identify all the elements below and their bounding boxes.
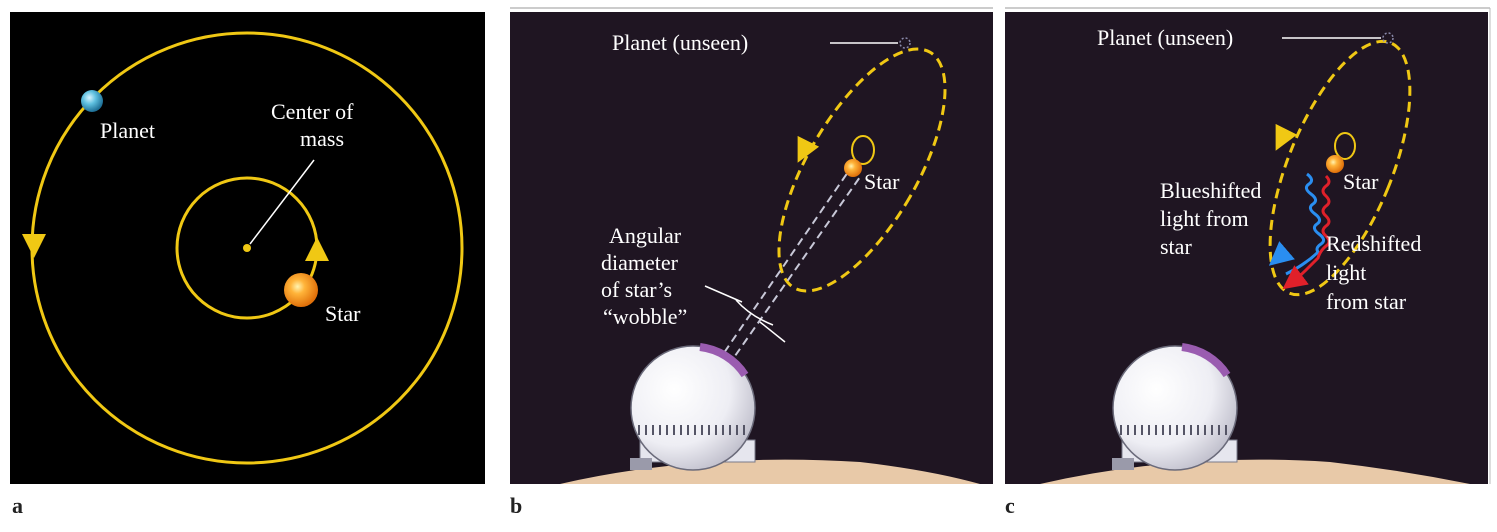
planet-label: Planet: [100, 118, 155, 143]
panel-letter-c: c: [1005, 493, 1015, 518]
unseen-planet: [1382, 32, 1394, 44]
redshift-wave: [1282, 174, 1331, 290]
observatory-stairs: [630, 458, 652, 470]
blueshift-wave-body: [1285, 172, 1326, 276]
star-label: Star: [1343, 169, 1379, 194]
star: [1326, 155, 1344, 173]
star-wobble-loop: [1334, 132, 1356, 160]
dome-slit-stripe: [699, 343, 749, 378]
center-label-line2: mass: [300, 126, 344, 151]
angle-arc: [735, 299, 774, 326]
observatory-stairs: [1112, 458, 1134, 470]
panel-letter-a: a: [12, 493, 23, 518]
panel-letter-b: b: [510, 493, 522, 518]
center-label-line1: Center of: [271, 99, 354, 124]
center-pointer-line: [249, 159, 315, 245]
angular-pointer-line-1: [704, 285, 743, 303]
ground: [560, 459, 980, 484]
angular-label-line3: of star’s: [601, 277, 672, 302]
planet-label: Planet (unseen): [612, 30, 748, 55]
blueshift-label-line3: star: [1160, 234, 1192, 259]
center-of-mass-dot: [243, 244, 251, 252]
angular-pointer-line-2: [759, 321, 786, 343]
planet-orbit-arrow: [797, 135, 820, 163]
panel-c-background: [1005, 12, 1488, 484]
angular-label-line1: Angular: [609, 223, 682, 248]
angular-label-line4: “wobble”: [603, 304, 687, 329]
dome-slit-stripe: [1181, 343, 1231, 378]
redshift-label-line2: light: [1326, 260, 1366, 285]
blueshift-label-line2: light from: [1160, 206, 1249, 231]
ground: [1040, 459, 1470, 484]
observatory: [630, 343, 756, 471]
unseen-planet: [899, 37, 911, 49]
panel-c: Planet (unseen) Star Blueshifted light f…: [1005, 7, 1491, 518]
redshift-label-line3: from star: [1326, 289, 1407, 314]
star: [284, 273, 318, 307]
observatory-dome: [1112, 345, 1238, 471]
observatory: [1112, 343, 1238, 471]
blueshift-label-line1: Blueshifted: [1160, 178, 1261, 203]
panel-b: Planet (unseen) Star Angular diameter of…: [510, 7, 993, 518]
blueshift-arrowhead: [1268, 241, 1295, 266]
planet: [81, 90, 103, 112]
panel-a: Planet Center of mass Star a: [10, 12, 485, 518]
star: [844, 159, 862, 177]
planet-label: Planet (unseen): [1097, 25, 1233, 50]
observatory-dome: [630, 345, 756, 471]
star-wobble-loop: [851, 135, 875, 165]
redshift-label-line1: Redshifted: [1326, 231, 1421, 256]
planet-orbit-arrow: [1275, 123, 1298, 151]
angular-label-line2: diameter: [601, 250, 679, 275]
star-label: Star: [325, 301, 361, 326]
star-label: Star: [864, 169, 900, 194]
